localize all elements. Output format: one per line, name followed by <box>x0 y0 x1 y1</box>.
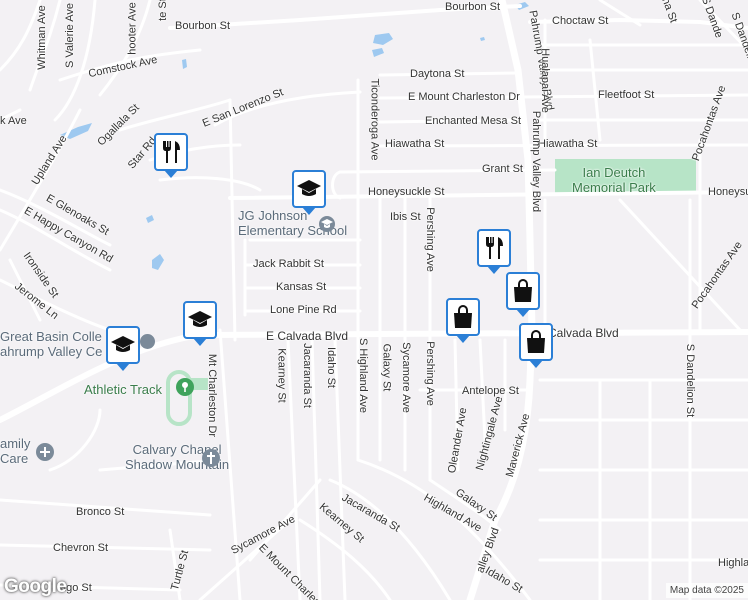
street-label: Galaxy St <box>380 343 393 392</box>
church-icon[interactable] <box>202 449 220 467</box>
street-label: Hiawatha St <box>385 138 445 150</box>
fork-knife-icon <box>163 141 180 163</box>
street-label: Whitman Ave <box>35 5 48 70</box>
street-label: Bronco St <box>76 506 125 518</box>
street-label: Fleetfoot St <box>598 89 655 101</box>
street-label: Enchanted Mesa St <box>425 115 522 127</box>
pond <box>182 59 187 69</box>
street-label: Antelope St <box>462 385 519 397</box>
athletic-field-area <box>190 378 208 390</box>
graduation-cap-icon <box>111 336 135 352</box>
graduation-cap-icon <box>188 311 212 327</box>
shopping-marker[interactable] <box>506 272 540 317</box>
street-label: Idaho St <box>324 347 337 388</box>
medical-icon[interactable] <box>36 443 54 461</box>
street-label: Mt Charleston Dr <box>206 353 219 438</box>
ian-deutch-park-label[interactable]: Ian Deutch Memorial Park <box>572 165 656 195</box>
street-label: Pershing Ave <box>423 341 436 406</box>
graduation-cap-icon <box>297 180 321 196</box>
street-label: Chevron St <box>53 542 109 554</box>
street-label: Ibis St <box>390 211 421 223</box>
college-icon[interactable] <box>140 334 155 349</box>
street-label: Pershing Ave <box>423 207 436 272</box>
street-label: ago St <box>60 582 92 594</box>
shopping-bag-icon <box>514 279 532 302</box>
family-care-label[interactable]: amily Care <box>0 436 31 466</box>
street-label: Bourbon St <box>445 1 501 13</box>
street-label: Honeysuckle St <box>368 186 445 198</box>
restaurant-marker[interactable] <box>477 229 511 274</box>
school-marker[interactable] <box>292 170 326 215</box>
street-label: Highla <box>718 557 748 569</box>
street-label: Lone Pine Rd <box>270 304 337 316</box>
street-label: Bourbon St <box>175 20 231 32</box>
google-logo: Google <box>4 576 67 597</box>
fork-knife-icon <box>486 237 503 259</box>
pond <box>152 254 164 270</box>
shopping-bag-icon <box>527 330 545 353</box>
street-label: Sycamore Ave <box>399 342 412 413</box>
pond <box>480 37 485 41</box>
street-label: Ticonderoga Ave <box>368 78 381 161</box>
street-label: k Ave <box>0 115 27 127</box>
park-pin-icon[interactable] <box>176 378 194 396</box>
street-label: E Calvada Blvd <box>266 329 349 343</box>
street-label: Kearney St <box>275 348 288 403</box>
street-label: Daytona St <box>410 68 465 80</box>
great-basin-college-label[interactable]: Great Basin Colle ahrump Valley Ce <box>0 329 103 359</box>
running-track <box>166 370 192 426</box>
street-label: Jack Rabbit St <box>253 258 324 270</box>
street-label: Hiawatha St <box>538 138 598 150</box>
street-label: Jacaranda St <box>300 343 313 408</box>
street-label: E Mount Charleston Dr <box>408 91 520 103</box>
shopping-marker[interactable] <box>446 298 480 343</box>
street-label: S Highland Ave <box>357 337 370 414</box>
street-label: S Dandelion St <box>684 343 697 418</box>
pond <box>146 215 154 223</box>
street-label: Choctaw St <box>552 15 609 27</box>
ian-deutch-park-area <box>555 159 696 193</box>
shopping-marker[interactable] <box>519 323 553 368</box>
street-label: S Valerie Ave <box>64 2 77 69</box>
street-label: Hualapai Ave <box>538 48 551 113</box>
school-marker[interactable] <box>106 326 140 371</box>
school-marker[interactable] <box>183 301 217 346</box>
athletic-track-label[interactable]: Athletic Track <box>84 382 163 397</box>
map-data-attribution[interactable]: Map data ©2025 <box>665 583 748 598</box>
street-label: Calvada Blvd <box>548 326 619 340</box>
restaurant-marker[interactable] <box>154 133 188 178</box>
school-icon[interactable] <box>319 216 335 232</box>
street-label: Pahrump Valley Blvd <box>530 110 543 213</box>
street-label: te St <box>156 0 169 21</box>
street-label: hooter Ave <box>126 2 139 55</box>
pond <box>373 33 393 45</box>
street-label: Honeysu <box>708 186 748 198</box>
street-label: Kansas St <box>276 281 327 293</box>
street-label: Grant St <box>482 163 523 175</box>
pond <box>372 48 384 57</box>
shopping-bag-icon <box>454 305 472 328</box>
